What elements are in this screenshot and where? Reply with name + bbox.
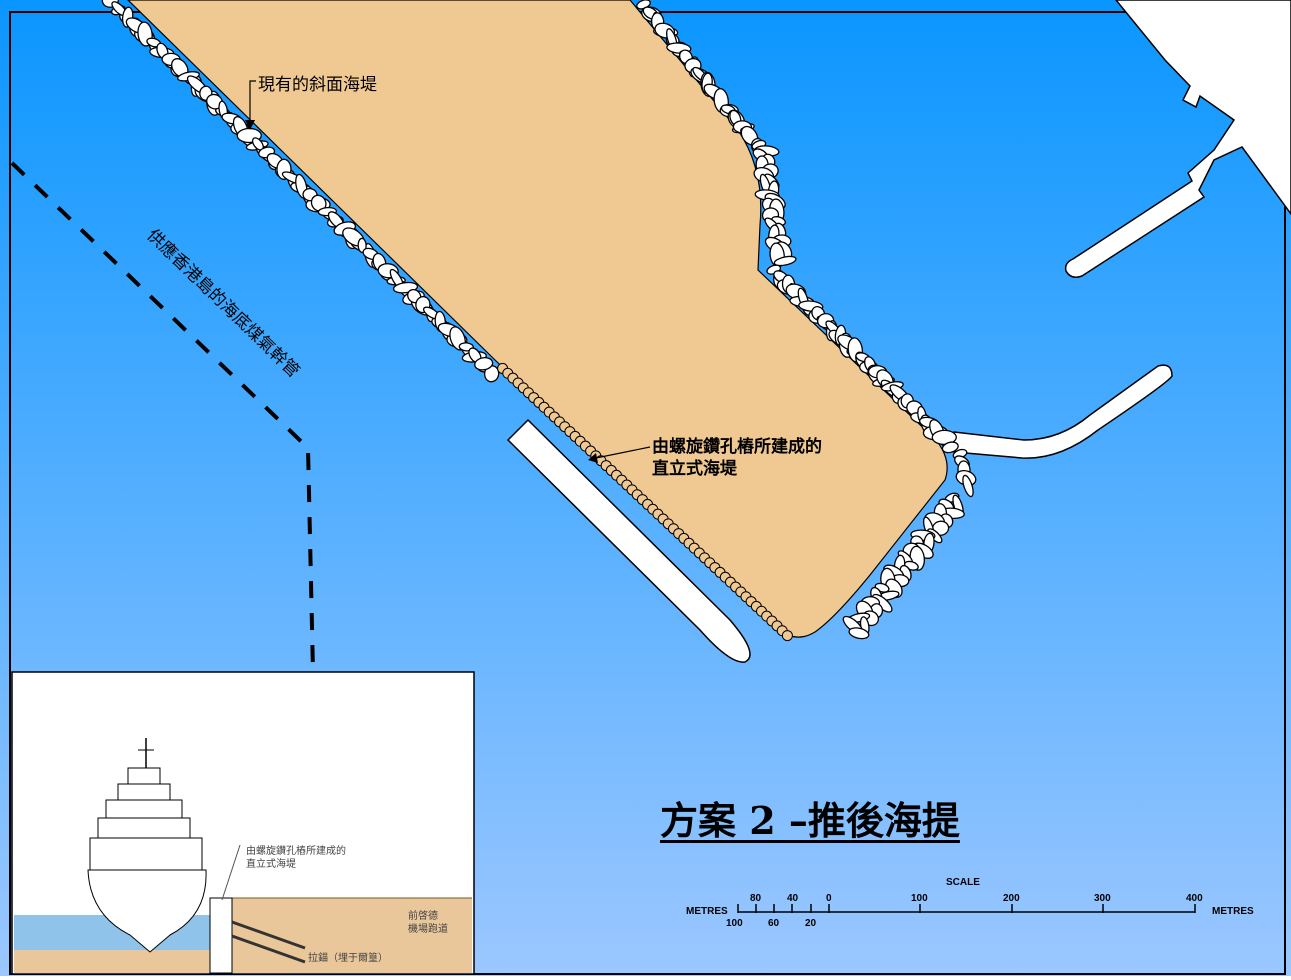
scale-tick-100-left: 100 — [726, 918, 743, 929]
scale-title: SCALE — [946, 877, 980, 888]
existing-seawall-arrow — [245, 120, 255, 130]
bored-piles — [497, 362, 793, 642]
scale-bar — [737, 904, 1196, 913]
existing-seawall-label: 現有的斜面海堤 — [258, 75, 377, 95]
scale-tick-300: 300 — [1094, 893, 1111, 904]
inset-anchor-label: 拉錨（埋于爾篁） — [308, 953, 388, 964]
inset-runway-line1: 前啓德 — [408, 911, 438, 922]
option-title: 方案 2 –推後海提 — [660, 798, 960, 843]
existing-seawall-leader — [249, 80, 256, 122]
vertical-seawall-leader — [595, 446, 651, 459]
scale-tick-100: 100 — [911, 893, 928, 904]
vertical-seawall-label-line2: 直立式海堤 — [652, 459, 737, 479]
inset-vertical-seawall-line2: 直立式海堤 — [246, 859, 296, 870]
scale-tick-0: 0 — [826, 893, 832, 904]
vertical-seawall-arrow — [588, 453, 598, 463]
port-land — [1064, 0, 1291, 278]
scale-tick-20: 20 — [805, 918, 817, 929]
scale-unit-right: METRES — [1212, 906, 1254, 917]
scale-tick-400: 400 — [1186, 893, 1203, 904]
scale-tick-40: 40 — [787, 893, 799, 904]
inset-vertical-seawall-label: 由螺旋鑽孔樁所建成的 直立式海堤 — [246, 845, 346, 871]
inset-runway-label: 前啓德 機場跑道 — [408, 910, 448, 936]
vertical-seawall-label: 由螺旋鑽孔樁所建成的 直立式海堤 — [652, 436, 822, 480]
scale-tick-60: 60 — [768, 918, 780, 929]
inset-runway-line2: 機場跑道 — [408, 924, 448, 935]
vertical-seawall-label-line1: 由螺旋鑽孔樁所建成的 — [652, 437, 822, 457]
inset-cross-section — [11, 671, 475, 975]
scale-unit-left: METRES — [686, 906, 728, 917]
scale-tick-80: 80 — [750, 893, 762, 904]
runway-strip — [506, 418, 751, 663]
inset-vertical-seawall-line1: 由螺旋鑽孔樁所建成的 — [246, 846, 346, 857]
scale-tick-200: 200 — [1003, 893, 1020, 904]
gas-main-line — [10, 161, 315, 673]
rock-armour — [101, 0, 977, 640]
